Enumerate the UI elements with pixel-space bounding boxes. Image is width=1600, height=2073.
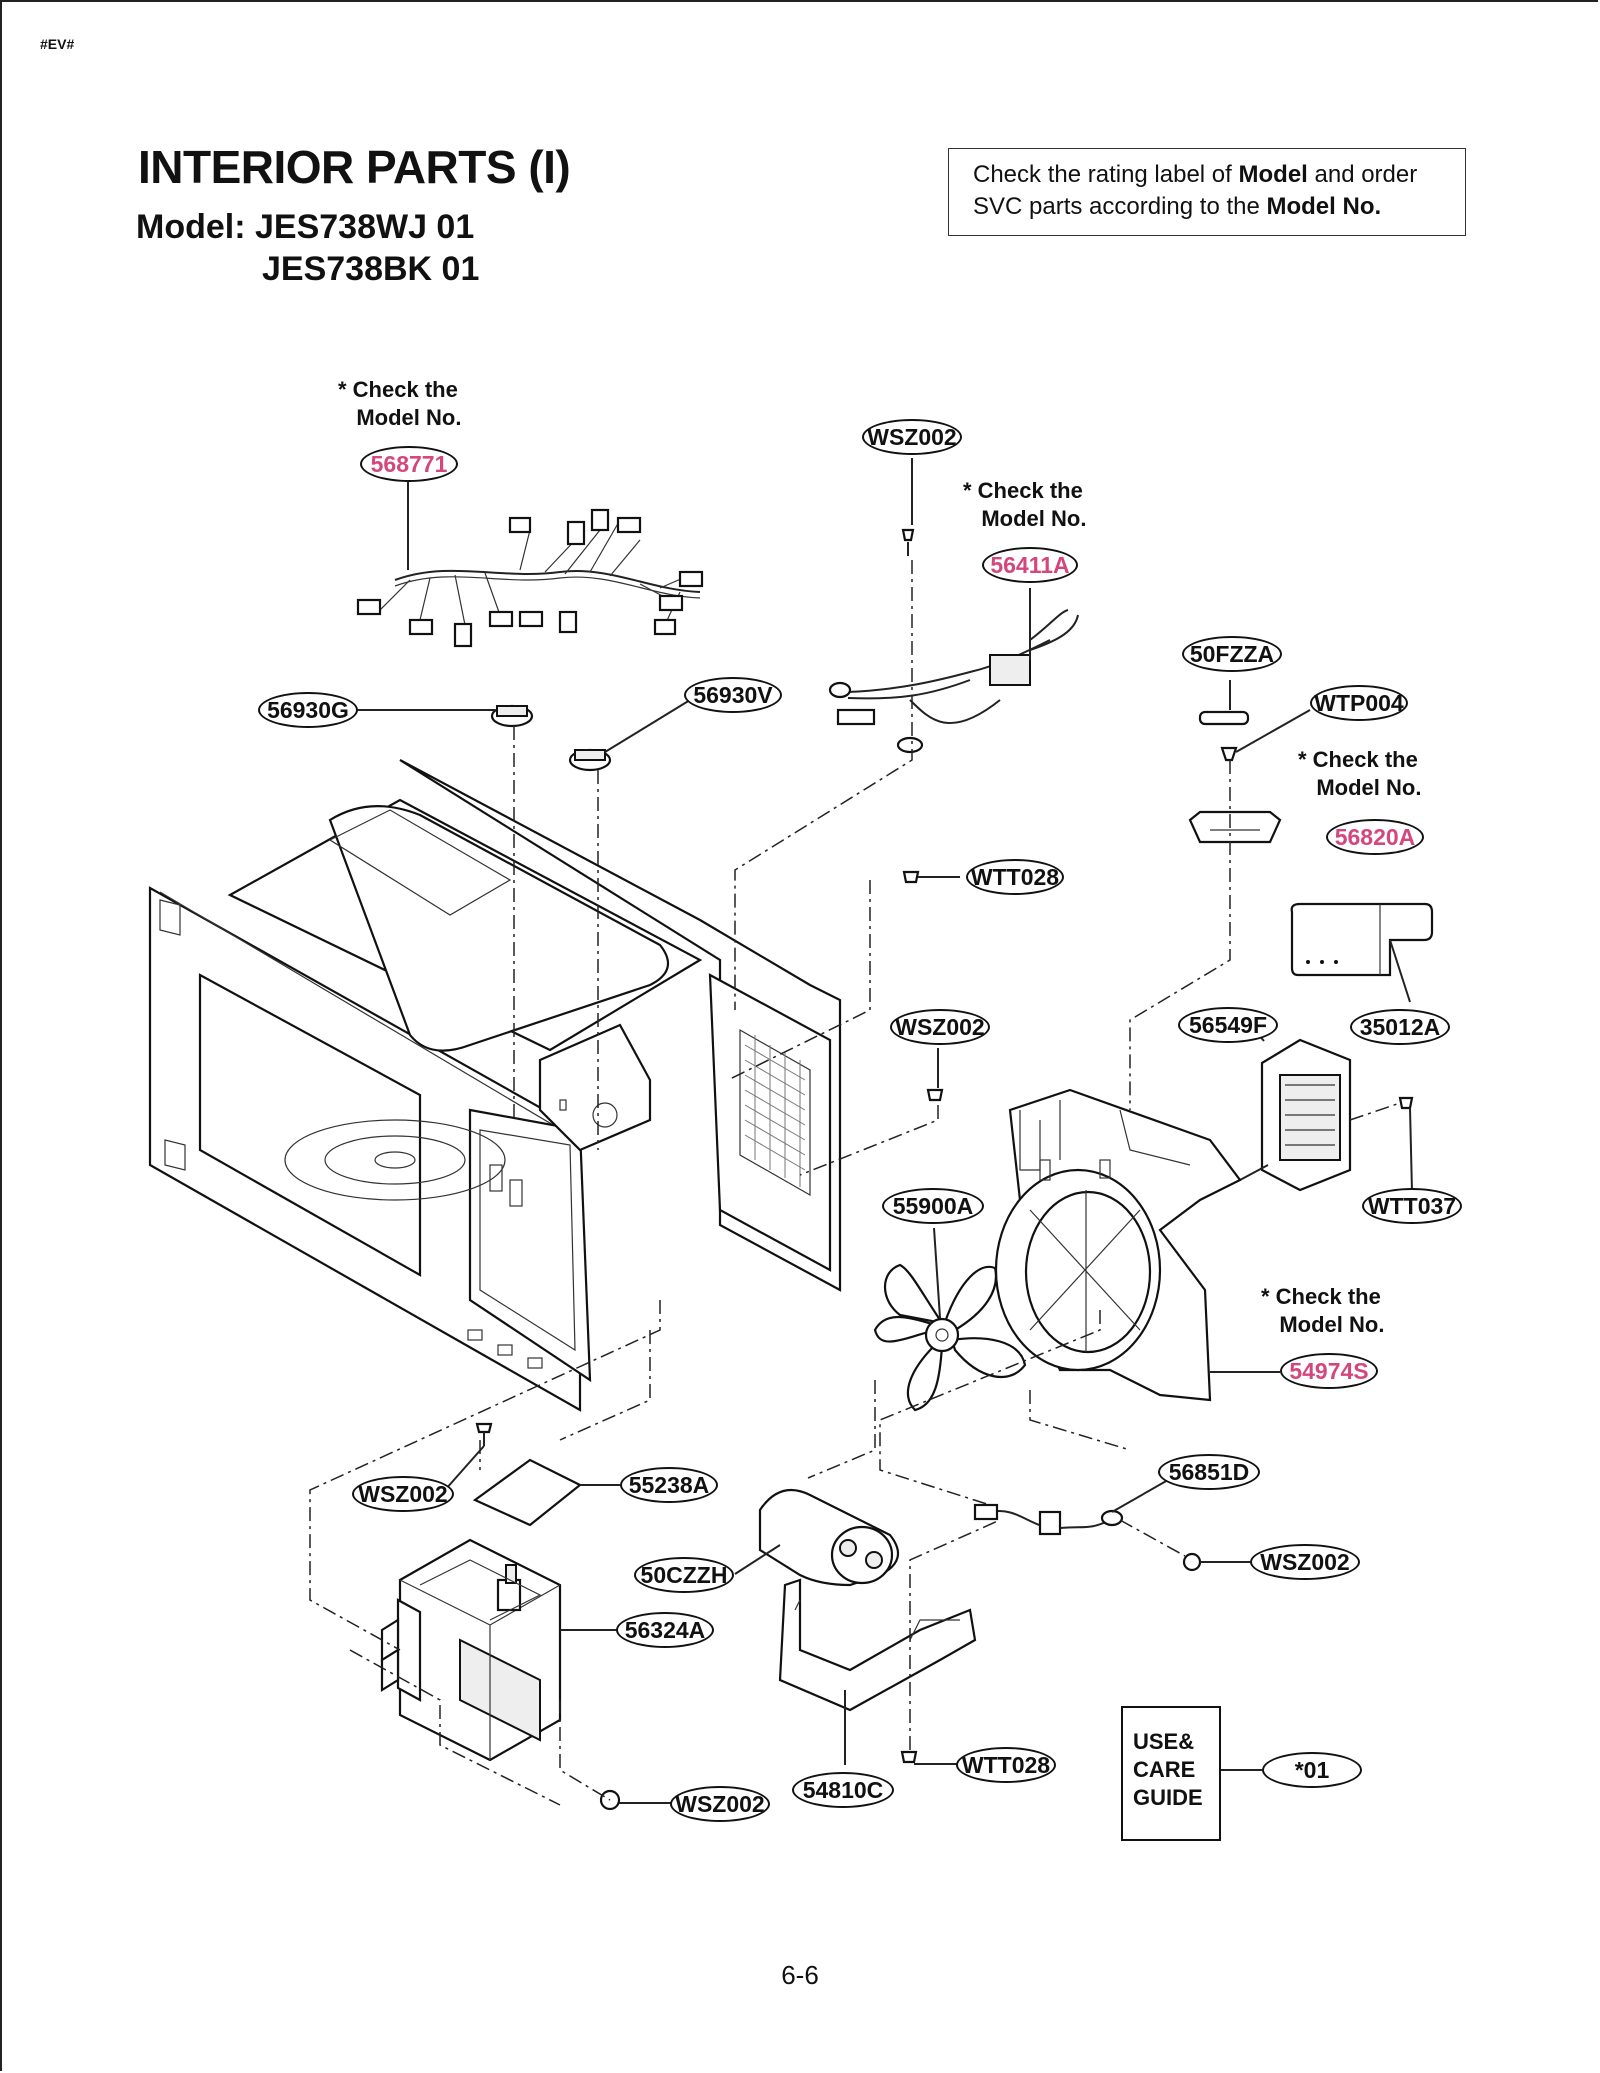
page-number: 6-6 [781, 1960, 819, 1990]
screw-wsz002-mid [926, 1048, 944, 1102]
part-bubble-50czzh[interactable]: 50CZZH [634, 1557, 734, 1593]
model-label: Model: JES738WJ 01 [136, 208, 475, 246]
part-bubble-50fzza[interactable]: 50FZZA [1182, 636, 1282, 672]
screw-wtt028-bottom [900, 1750, 958, 1765]
wire-harness [356, 482, 704, 648]
thermostat-56930G [356, 704, 534, 728]
document-code: #EV# [40, 36, 75, 52]
part-bubble-wsz002[interactable]: WSZ002 [1250, 1544, 1360, 1580]
magnetron-56324A [380, 1538, 618, 1762]
part-bubble-35012a[interactable]: 35012A [1350, 1009, 1450, 1045]
screw-wtt028 [902, 870, 960, 884]
part-bubble-54810c[interactable]: 54810C [792, 1772, 894, 1808]
part-bubble-wtp004[interactable]: WTP004 [1310, 685, 1408, 721]
part-bubble-55238a[interactable]: 55238A [620, 1467, 718, 1503]
cover-35012A [1290, 902, 1434, 1003]
part-bubble-55900a[interactable]: 55900A [882, 1188, 984, 1224]
part-bubble-56930g[interactable]: 56930G [258, 692, 358, 728]
use-care-guide-booklet: USE& CARE GUIDE [1121, 1706, 1221, 1841]
thermostat-56930V [568, 699, 691, 772]
assembly-guide-lines [309, 560, 1231, 1806]
check-model-note: * Check the Model No. [1261, 1284, 1385, 1337]
part-bubble-56820a[interactable]: 56820A [1326, 819, 1424, 855]
part-bubble-56930v[interactable]: 56930V [684, 677, 782, 713]
check-model-note: * Check the Model No. [338, 377, 462, 430]
guide-line: CARE [1133, 1757, 1196, 1782]
part-bubble-wtt028[interactable]: WTT028 [956, 1747, 1056, 1783]
part-bubble-wsz002[interactable]: WSZ002 [862, 419, 962, 455]
check-model-note: * Check the Model No. [963, 478, 1087, 531]
fan-duct-54974S [994, 1088, 1280, 1402]
model-notice-box: Check the rating label of Model and orde… [948, 148, 1466, 236]
guide-line: GUIDE [1133, 1785, 1203, 1810]
part-bubble-wsz002[interactable]: WSZ002 [352, 1476, 454, 1512]
fan-motor-56549F [1239, 1024, 1414, 1193]
oven-cavity-frame [148, 759, 842, 1412]
guide-line: USE& [1133, 1729, 1195, 1754]
part-bubble-56549f[interactable]: 56549F [1178, 1007, 1278, 1043]
part-bubble-568771[interactable]: 568771 [360, 446, 458, 482]
part-bubble-54974s[interactable]: 54974S [1280, 1353, 1378, 1389]
bracket-54810C [778, 1578, 977, 1765]
screw-wsz002-bottom [599, 1789, 672, 1811]
part-bubble-wsz002[interactable]: WSZ002 [670, 1786, 770, 1822]
capacitor-50CZZH [734, 1488, 900, 1587]
plate-55238A [472, 1458, 620, 1527]
noise-filter-harness [828, 588, 1079, 754]
part-bubble-wtt028[interactable]: WTT028 [966, 859, 1064, 895]
screw-wsz002-top [901, 458, 915, 556]
model-second: JES738BK 01 [262, 250, 480, 288]
check-model-note: * Check the Model No. [1298, 747, 1422, 800]
screw-wsz002-right [1119, 1519, 1250, 1572]
part-bubble-wtt037[interactable]: WTT037 [1362, 1188, 1462, 1224]
part-bubble-56411a[interactable]: 56411A [982, 547, 1078, 583]
page-title: INTERIOR PARTS (I) [138, 141, 571, 193]
part-bubble-manual[interactable]: *01 [1262, 1752, 1362, 1788]
fan-blade-55900A [873, 1227, 1027, 1412]
part-bubble-56324a[interactable]: 56324A [616, 1612, 714, 1648]
screw-wsz002-left [444, 1422, 493, 1491]
sensor-56851D [973, 1479, 1169, 1536]
fuse-holder [1188, 680, 1311, 844]
part-bubble-56851d[interactable]: 56851D [1158, 1454, 1260, 1490]
part-bubble-wsz002[interactable]: WSZ002 [890, 1009, 990, 1045]
